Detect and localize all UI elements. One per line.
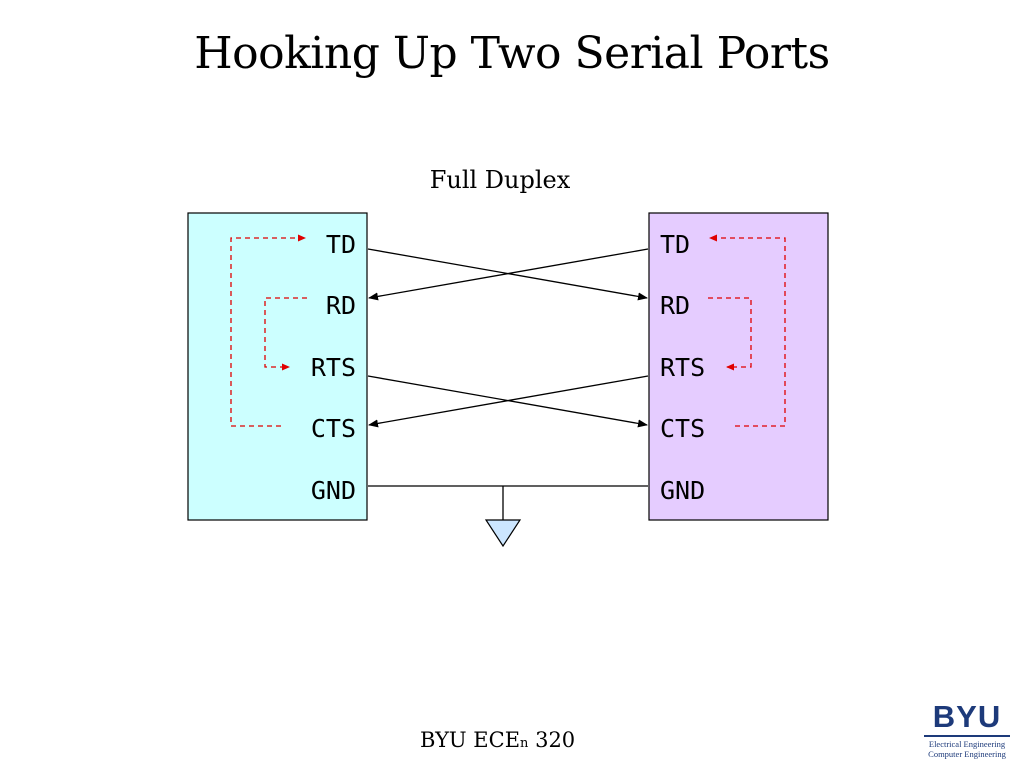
ground-symbol-icon xyxy=(484,519,522,548)
logo-line-ee: Electrical Engineering xyxy=(928,739,1006,749)
left-pin-gnd: GND xyxy=(311,476,356,505)
logo-rule xyxy=(924,735,1010,737)
right-pin-td: TD xyxy=(660,230,690,259)
right-pin-rts: RTS xyxy=(660,353,705,382)
left-pin-cts: CTS xyxy=(311,414,356,443)
left-pin-rd: RD xyxy=(326,291,356,320)
right-pin-cts: CTS xyxy=(660,414,705,443)
footer-number: 320 xyxy=(528,728,576,752)
footer-sub: n xyxy=(520,736,529,751)
wire-right-rts-to-left-cts xyxy=(368,375,649,428)
left-pin-rts: RTS xyxy=(311,353,356,382)
footer-text: BYU ECE xyxy=(420,728,521,752)
right-port-box xyxy=(648,212,829,521)
footer: BYU ECEn 320 xyxy=(420,728,575,752)
wire-right-td-to-left-rd xyxy=(368,248,649,301)
slide-title: Hooking Up Two Serial Ports xyxy=(194,28,830,79)
left-loopback-rd-to-rts xyxy=(264,297,307,371)
left-pin-td: TD xyxy=(326,230,356,259)
diagram-subtitle: Full Duplex xyxy=(429,166,571,194)
right-pin-rd: RD xyxy=(660,291,690,320)
logo-line-ce: Computer Engineering xyxy=(928,749,1006,759)
right-loopback-cts-to-td xyxy=(709,234,786,427)
right-loopback-rd-to-rts xyxy=(708,297,752,371)
logo-word: BYU xyxy=(932,699,1002,734)
left-port-box xyxy=(187,212,368,521)
left-loopback-cts-to-td xyxy=(230,234,306,427)
right-pin-gnd: GND xyxy=(660,476,705,505)
byu-logo: BYU Electrical Engineering Computer Engi… xyxy=(920,700,1014,759)
